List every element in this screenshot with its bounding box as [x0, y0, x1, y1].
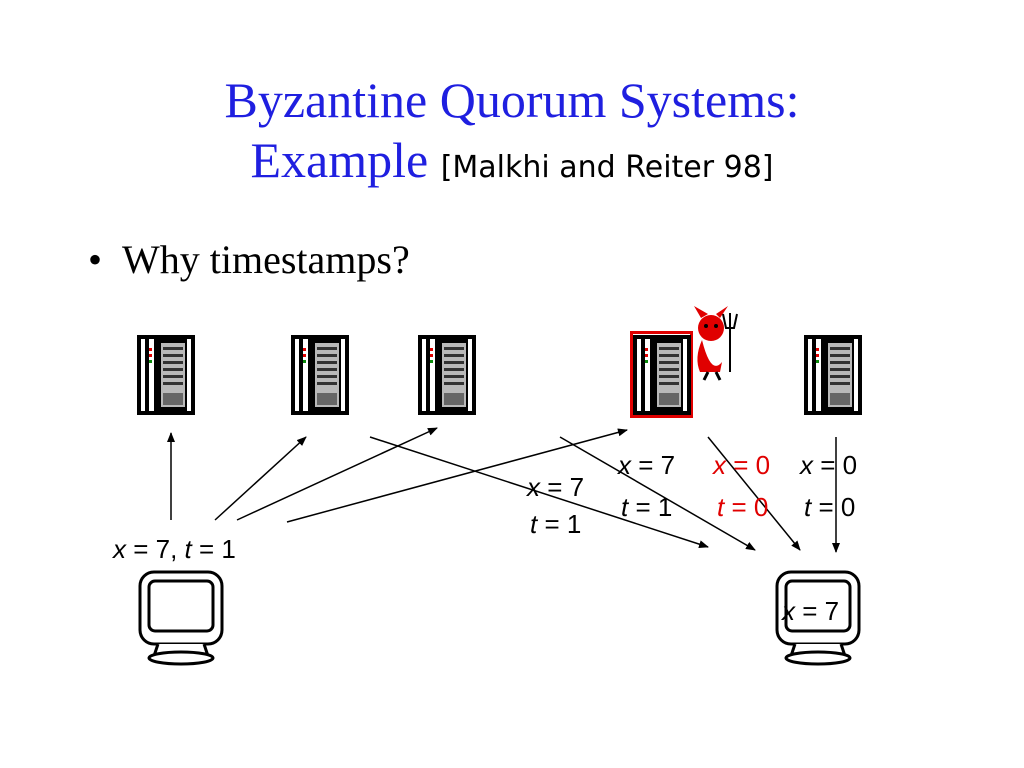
devil-icon [694, 306, 738, 381]
reply-label-1: x = 7 t = 1 [525, 472, 584, 539]
slide-title: Byzantine Quorum Systems: Example [Malkh… [0, 70, 1024, 198]
title-line-1: Byzantine Quorum Systems: [224, 72, 800, 128]
bullet-item: • Why timestamps? [88, 236, 410, 283]
faulty-server-icon [630, 331, 693, 418]
bullet-text: Why timestamps? [122, 237, 410, 282]
reply-label-4: x = 0 t = 0 [798, 450, 857, 522]
write-arrow [286, 428, 628, 523]
svg-text:t = 0: t = 0 [804, 492, 855, 522]
reply-arrow [707, 436, 801, 551]
reply-arrow [559, 436, 756, 551]
svg-text:t = 1: t = 1 [621, 492, 672, 522]
reply-label-faulty: x = 0 t = 0 [711, 450, 770, 522]
client-monitor-icon [138, 570, 224, 666]
svg-text:t = 1: t = 1 [530, 509, 581, 539]
server-icon [291, 335, 349, 415]
title-line-2: Example [Malkhi and Reiter 98] [0, 130, 1024, 198]
svg-text:x = 0: x = 0 [798, 450, 857, 480]
reply-arrows [369, 436, 840, 553]
bullet-dot-icon: • [88, 237, 103, 282]
write-arrows [167, 427, 628, 523]
write-arrow [214, 436, 307, 521]
write-arrow [236, 427, 438, 521]
server-icon [804, 335, 862, 415]
reply-label-2: x = 7 t = 1 [616, 450, 675, 522]
client-write-label: x = 7, t = 1 [111, 534, 236, 564]
server-icon [137, 335, 195, 415]
citation: [Malkhi and Reiter 98] [440, 150, 774, 185]
reader-result-label: x = 7 [780, 596, 839, 626]
svg-text:x = 7: x = 7 [616, 450, 675, 480]
title-example: Example [250, 132, 429, 188]
svg-text:x = 0: x = 0 [711, 450, 770, 480]
svg-text:t = 0: t = 0 [717, 492, 768, 522]
svg-text:x = 7: x = 7 [525, 472, 584, 502]
server-icon [418, 335, 476, 415]
reply-arrow [369, 436, 709, 549]
